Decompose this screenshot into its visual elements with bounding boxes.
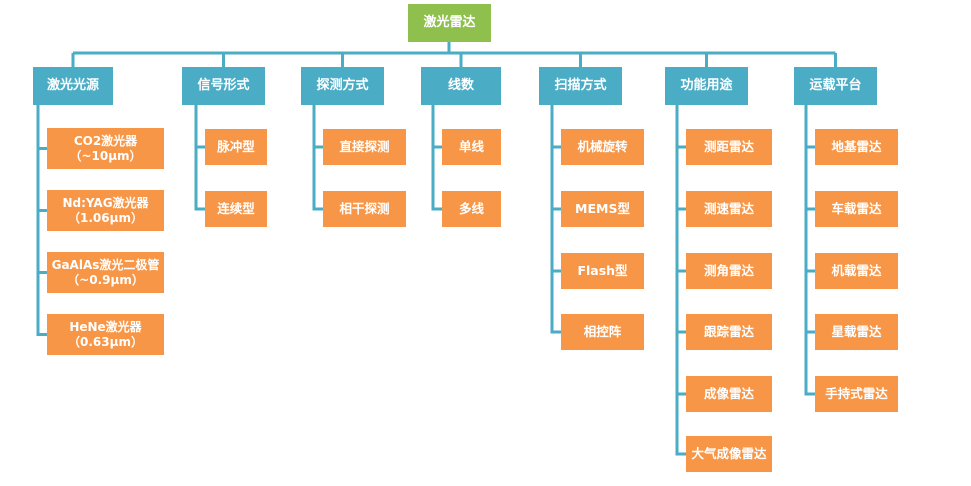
category-label: 信号形式 <box>197 77 250 93</box>
category-node: 探测方式 <box>301 67 384 105</box>
leaf-label: CO2激光器 <box>73 133 138 148</box>
leaf-label: 测角雷达 <box>703 263 754 279</box>
leaf-sublabel: （0.63μm） <box>68 334 143 349</box>
leaf-node: 连续型 <box>205 191 267 227</box>
category-node: 扫描方式 <box>539 67 622 105</box>
category-label: 探测方式 <box>316 77 369 93</box>
category-node: 功能用途 <box>665 67 748 105</box>
leaf-node: Nd:YAG激光器（1.06μm） <box>47 190 164 231</box>
leaf-label: 地基雷达 <box>831 139 882 155</box>
leaf-node: 星载雷达 <box>815 314 898 350</box>
leaf-node: 单线 <box>442 129 501 165</box>
root-node: 激光雷达 <box>408 4 491 42</box>
leaf-node: GaAlAs激光二极管（~0.9μm） <box>47 252 164 293</box>
leaf-label: Nd:YAG激光器 <box>62 195 149 210</box>
leaf-node: 相干探测 <box>323 191 406 227</box>
leaf-label: 成像雷达 <box>703 386 754 402</box>
leaf-node: 直接探测 <box>323 129 406 165</box>
leaf-node: 测角雷达 <box>686 253 772 289</box>
leaf-node: 脉冲型 <box>205 129 267 165</box>
category-node: 激光光源 <box>33 67 113 105</box>
leaf-node: Flash型 <box>561 253 644 289</box>
leaf-node: HeNe激光器（0.63μm） <box>47 314 164 355</box>
leaf-sublabel: （~0.9μm） <box>67 272 144 287</box>
leaf-label: 脉冲型 <box>217 139 255 155</box>
leaf-label: 大气成像雷达 <box>691 446 767 462</box>
leaf-node: 跟踪雷达 <box>686 314 772 350</box>
leaf-node: 测距雷达 <box>686 129 772 165</box>
category-node: 运载平台 <box>794 67 877 105</box>
leaf-label: 车载雷达 <box>831 201 882 217</box>
leaf-node: 相控阵 <box>561 314 644 350</box>
leaf-node: 多线 <box>442 191 501 227</box>
leaf-node: 测速雷达 <box>686 191 772 227</box>
leaf-label: HeNe激光器 <box>69 319 142 334</box>
leaf-label: 单线 <box>458 139 484 155</box>
category-label: 功能用途 <box>680 77 733 93</box>
category-node: 线数 <box>421 67 501 105</box>
leaf-node: MEMS型 <box>561 191 644 227</box>
leaf-node: 机载雷达 <box>815 253 898 289</box>
leaf-label: 直接探测 <box>339 139 390 155</box>
leaf-label: Flash型 <box>577 263 628 279</box>
leaf-label: 跟踪雷达 <box>703 324 754 340</box>
leaf-label: 连续型 <box>217 201 255 217</box>
leaf-node: 地基雷达 <box>815 129 898 165</box>
leaf-node: CO2激光器（~10μm） <box>47 128 164 169</box>
leaf-label: 机械旋转 <box>577 139 628 155</box>
leaf-label: 相干探测 <box>339 201 390 217</box>
leaf-label: 测速雷达 <box>703 201 754 217</box>
leaf-node: 机械旋转 <box>561 129 644 165</box>
leaf-label: 多线 <box>458 201 484 217</box>
category-label: 运载平台 <box>809 77 862 93</box>
leaf-node: 成像雷达 <box>686 376 772 412</box>
category-label: 线数 <box>447 77 474 93</box>
category-node: 信号形式 <box>182 67 265 105</box>
category-label: 激光光源 <box>46 77 99 93</box>
leaf-label: 测距雷达 <box>703 139 754 155</box>
category-label: 扫描方式 <box>554 77 607 93</box>
leaf-node: 手持式雷达 <box>815 376 898 412</box>
leaf-node: 大气成像雷达 <box>686 436 772 472</box>
leaf-sublabel: （1.06μm） <box>68 210 143 225</box>
leaf-label: 手持式雷达 <box>825 386 888 402</box>
leaf-label: GaAlAs激光二极管 <box>51 257 160 272</box>
leaf-label: MEMS型 <box>575 201 630 217</box>
root-label: 激光雷达 <box>423 14 476 30</box>
leaf-label: 机载雷达 <box>831 263 882 279</box>
leaf-label: 星载雷达 <box>831 324 882 340</box>
leaf-label: 相控阵 <box>583 324 622 340</box>
leaf-node: 车载雷达 <box>815 191 898 227</box>
leaf-sublabel: （~10μm） <box>69 148 142 163</box>
